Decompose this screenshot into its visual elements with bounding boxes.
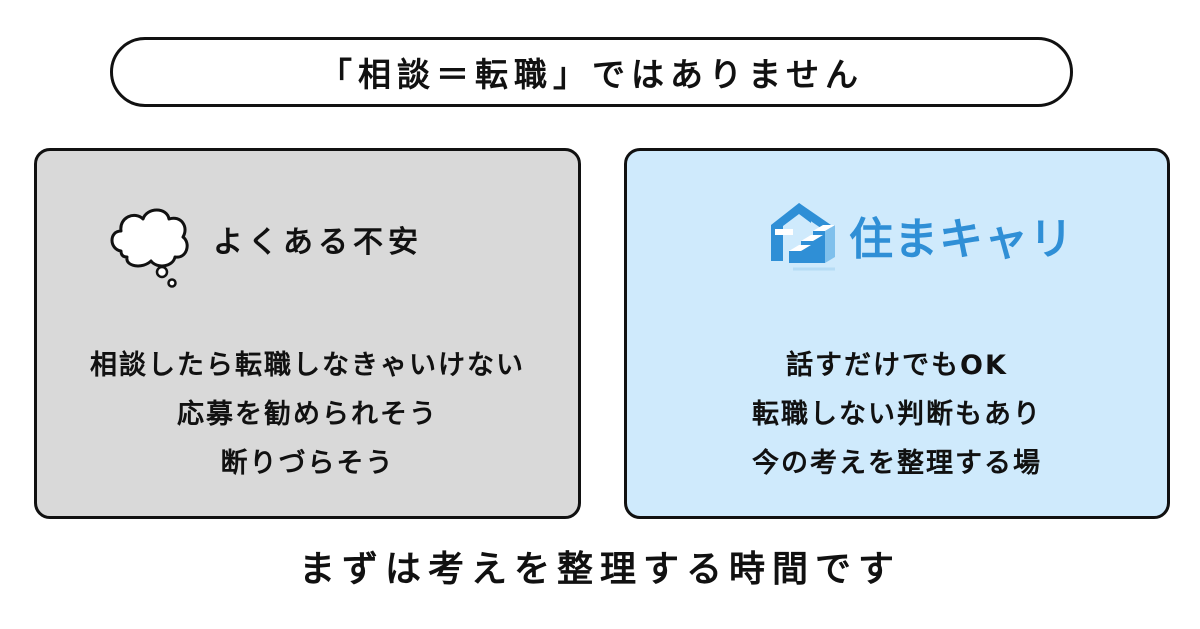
reassurance-line: 今の考えを整理する場: [752, 448, 1042, 479]
worry-line: 断りづらそう: [220, 448, 395, 479]
headline-text: 「相談＝転職」ではありません: [318, 55, 864, 94]
common-worries-card: よくある不安 相談したら転職しなきゃいけない 応募を勧められそう 断りづらそう: [34, 148, 581, 519]
thought-cloud-icon: [110, 208, 189, 288]
footer-message: まずは考えを整理する時間です: [298, 549, 901, 590]
house-stairs-icon: [771, 203, 835, 271]
reassurance-line: 話すだけでもOK: [786, 350, 1008, 381]
sumacari-card: 住まキャリ 話すだけでもOK 転職しない判断もあり 今の考えを整理する場: [624, 148, 1170, 519]
headline-banner: 「相談＝転職」ではありません: [110, 37, 1073, 107]
worry-line: 応募を勧められそう: [177, 399, 438, 430]
logo-wordmark: 住まキャリ: [849, 214, 1074, 265]
worries-heading: よくある不安: [107, 201, 423, 289]
worries-title: よくある不安: [213, 225, 423, 260]
worry-line: 相談したら転職しなきゃいけない: [90, 350, 525, 381]
reassurance-line: 転職しない判断もあり: [752, 399, 1042, 430]
worries-list: 相談したら転職しなきゃいけない 応募を勧められそう 断りづらそう: [37, 341, 578, 488]
sumacari-logo: 住まキャリ: [765, 195, 1074, 275]
reassurance-list: 話すだけでもOK 転職しない判断もあり 今の考えを整理する場: [627, 341, 1167, 488]
